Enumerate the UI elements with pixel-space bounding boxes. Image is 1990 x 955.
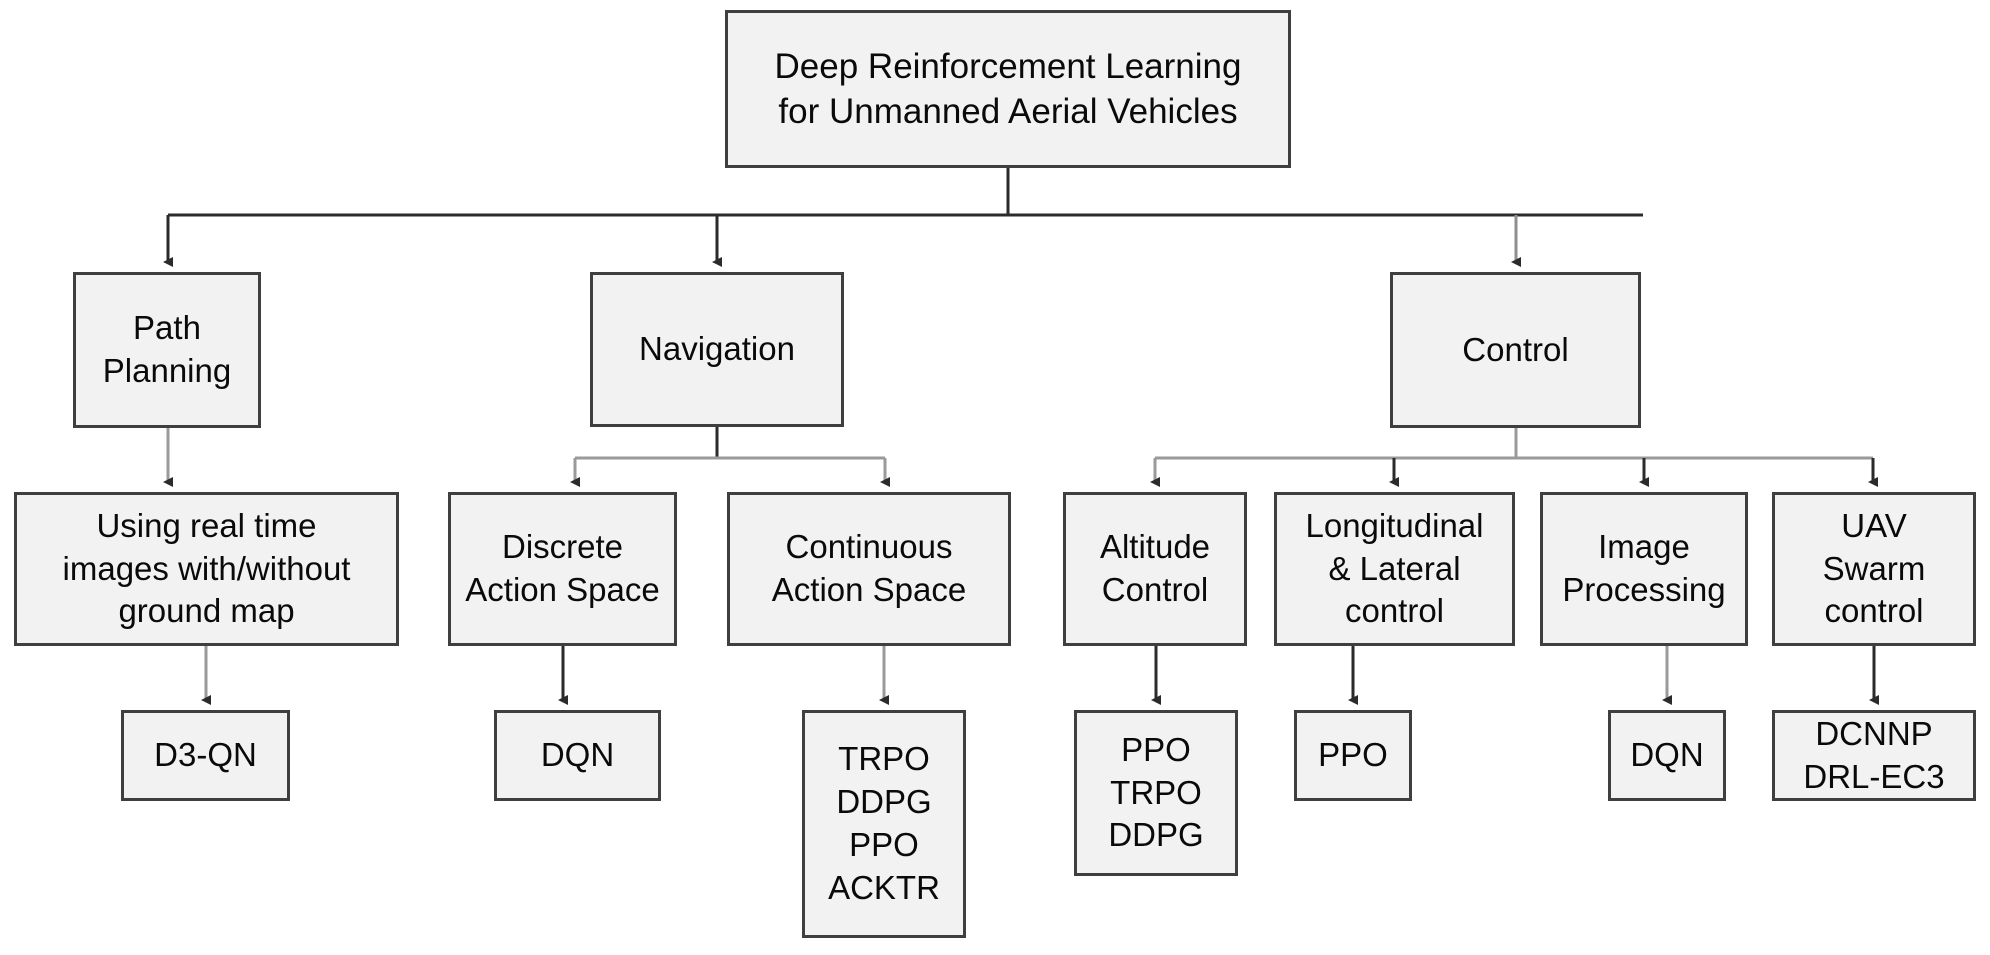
edge-root-to-level1 <box>163 168 1643 267</box>
node-swarm-algorithms-label: DCNNP DRL-EC3 <box>1803 714 1945 795</box>
node-navigation-label: Navigation <box>639 330 795 368</box>
node-discrete-action-space-label: Discrete Action Space <box>465 528 660 608</box>
node-path-planning-label: Path Planning <box>102 309 232 389</box>
node-ppo-longitudinal[interactable]: PPO <box>1294 710 1412 801</box>
node-longitudinal-lateral-control-label: Longitudinal & Lateral control <box>1305 506 1484 630</box>
node-navigation[interactable]: Navigation <box>590 272 844 427</box>
node-image-processing[interactable]: Image Processing <box>1540 492 1748 646</box>
node-continuous-action-space[interactable]: Continuous Action Space <box>727 492 1011 646</box>
node-continuous-action-space-label: Continuous Action Space <box>771 528 967 608</box>
node-swarm-algorithms[interactable]: DCNNP DRL-EC3 <box>1772 710 1976 801</box>
node-root-label: Deep Reinforcement Learning for Unmanned… <box>774 46 1242 132</box>
node-d3-qn-label: D3-QN <box>154 736 257 774</box>
node-d3-qn[interactable]: D3-QN <box>121 710 290 801</box>
edge-control-to-children <box>1150 428 1878 487</box>
node-discrete-action-space[interactable]: Discrete Action Space <box>448 492 677 646</box>
node-real-time-images-label: Using real time images with/without grou… <box>62 506 351 630</box>
node-altitude-algorithms[interactable]: PPO TRPO DDPG <box>1074 710 1238 876</box>
node-path-planning[interactable]: Path Planning <box>73 272 261 428</box>
node-control-label: Control <box>1462 330 1569 368</box>
node-uav-swarm-control[interactable]: UAV Swarm control <box>1772 492 1976 646</box>
node-real-time-images[interactable]: Using real time images with/without grou… <box>14 492 399 646</box>
node-altitude-control[interactable]: Altitude Control <box>1063 492 1247 646</box>
node-dqn-navigation[interactable]: DQN <box>494 710 661 801</box>
node-ppo-longitudinal-label: PPO <box>1318 736 1388 774</box>
node-image-processing-label: Image Processing <box>1562 528 1726 608</box>
edge-navigation-to-children <box>570 427 890 487</box>
node-continuous-algorithms[interactable]: TRPO DDPG PPO ACKTR <box>802 710 966 938</box>
node-uav-swarm-control-label: UAV Swarm control <box>1822 506 1926 630</box>
node-dqn-navigation-label: DQN <box>540 736 615 774</box>
node-root[interactable]: Deep Reinforcement Learning for Unmanned… <box>725 10 1291 168</box>
node-dqn-image-processing[interactable]: DQN <box>1608 710 1726 801</box>
node-continuous-algorithms-label: TRPO DDPG PPO ACKTR <box>828 740 940 906</box>
node-dqn-image-processing-label: DQN <box>1630 736 1704 774</box>
node-control[interactable]: Control <box>1390 272 1641 428</box>
node-longitudinal-lateral-control[interactable]: Longitudinal & Lateral control <box>1274 492 1515 646</box>
node-altitude-control-label: Altitude Control <box>1099 528 1211 608</box>
node-altitude-algorithms-label: PPO TRPO DDPG <box>1108 730 1204 854</box>
